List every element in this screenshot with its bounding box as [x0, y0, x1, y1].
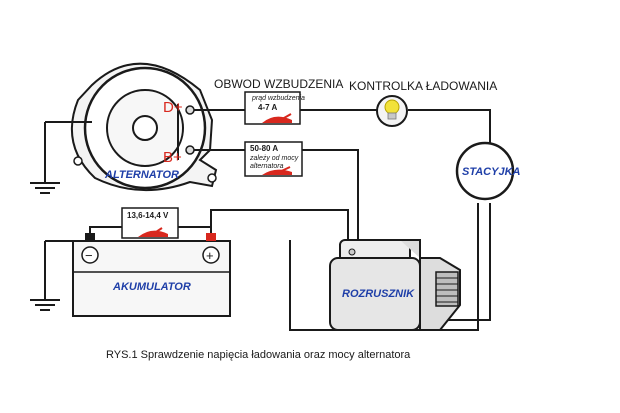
- ignition-switch-body: [455, 141, 515, 201]
- excitation-circuit-label: OBWOD WZBUDZENIA: [214, 77, 343, 91]
- starter-label: ROZRUSZNIK: [342, 288, 415, 300]
- figure-caption: RYS.1 Sprawdzenie napięcia ładowania ora…: [106, 349, 411, 361]
- alternator-label: ALTERNATOR: [104, 169, 179, 181]
- voltage-meter-needle: [149, 227, 163, 237]
- b-plus-terminal: [185, 145, 195, 155]
- starter-gear: [435, 271, 459, 307]
- minus-icon: [81, 246, 99, 264]
- output-meter: 50-80 A zależy od mocy alternatora: [244, 141, 303, 177]
- plus-icon: [202, 246, 220, 264]
- wires: [89, 109, 491, 331]
- charge-lamp-label: KONTROLKA ŁADOWANIA: [349, 79, 497, 93]
- excitation-meter-line1: prąd wzbudzenia: [251, 95, 305, 102]
- lightbulb-icon: [384, 99, 400, 115]
- battery-minus-post: [85, 233, 95, 241]
- battery-label: AKUMULATOR: [112, 281, 191, 293]
- starter-nose: [400, 239, 461, 331]
- excitation-meter-needle: [276, 113, 292, 123]
- alternator-hub: [132, 115, 158, 141]
- wire-voltage-meter-minus: [89, 226, 122, 233]
- alternator-mount-hole: [207, 173, 217, 183]
- battery-minus-sign: −: [85, 248, 93, 263]
- d-plus-label: D+: [163, 99, 183, 116]
- battery-plus-sign: +: [206, 248, 214, 263]
- battery: − + AKUMULATOR: [72, 233, 231, 317]
- wire-meter-to-starter: [302, 149, 359, 240]
- wire-battery-plus-to-starter: [210, 209, 349, 241]
- wire-lamp-to-ignition: [408, 109, 491, 148]
- output-meter-line3: alternatora: [250, 163, 284, 170]
- alternator-ground: [30, 121, 92, 194]
- charge-lamp: [376, 95, 408, 127]
- output-meter-line2: zależy od mocy: [249, 155, 299, 162]
- excitation-meter-line2: 4-7 A: [258, 103, 277, 112]
- alternator: D+ B+ ALTERNATOR: [70, 62, 218, 192]
- ignition-switch: STACYJKA: [455, 141, 521, 201]
- output-meter-line1: 50-80 A: [250, 144, 278, 153]
- voltage-meter-label: 13,6-14,4 V: [127, 211, 169, 220]
- excitation-meter: prąd wzbudzenia 4-7 A: [244, 91, 305, 125]
- battery-plus-post: [206, 233, 216, 241]
- output-meter-needle: [274, 166, 291, 175]
- alternator-mount-hole: [73, 156, 83, 166]
- d-plus-terminal: [185, 105, 195, 115]
- battery-ground: [30, 240, 73, 311]
- starter-motor: ROZRUSZNIK: [329, 233, 461, 331]
- ignition-label: STACYJKA: [462, 166, 521, 178]
- voltage-meter: 13,6-14,4 V: [121, 207, 179, 239]
- b-plus-label: B+: [163, 149, 182, 166]
